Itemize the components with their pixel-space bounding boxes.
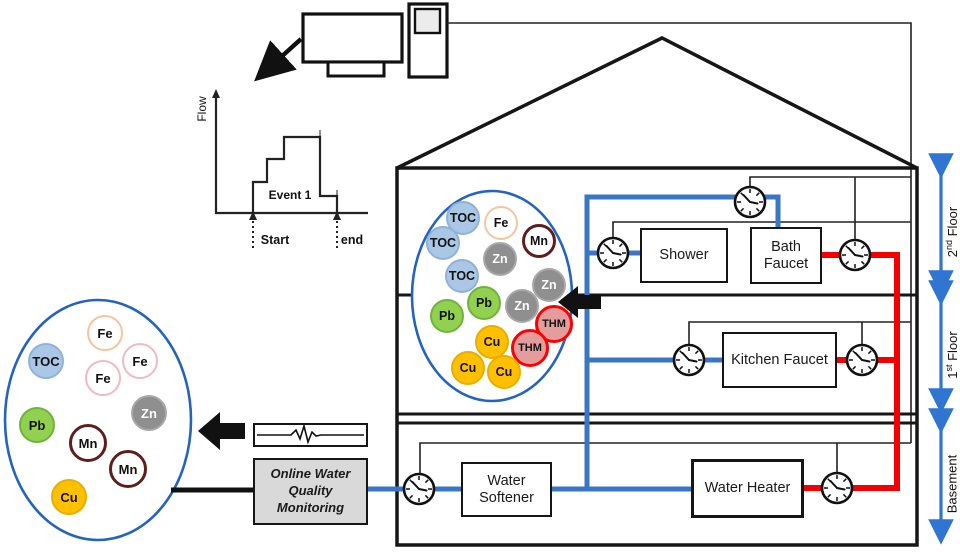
to-left-ellipse-arrow [198, 412, 245, 450]
data-line-main [447, 22, 912, 443]
flow-event-label: Event 1 [268, 188, 312, 202]
analyte-bubble-fe: Fe [484, 206, 518, 240]
computer-icon [301, 2, 449, 79]
flow-axis-label: Flow [195, 96, 209, 122]
analyte-bubble-mn: Mn [522, 224, 556, 258]
analyte-bubble-pb: Pb [430, 299, 464, 333]
analyte-bubble-cu: Cu [475, 325, 509, 359]
roof [396, 36, 918, 170]
house-outline [395, 36, 919, 547]
analyte-bubble-fe: Fe [85, 360, 121, 396]
analyte-bubble-fe: Fe [87, 315, 123, 351]
water-heater-box: Water Heater [691, 459, 804, 518]
water-softener-box: Water Softener [461, 462, 552, 517]
analyte-bubble-mn: Mn [69, 424, 107, 462]
signal-box [253, 423, 368, 447]
flow-event-chart [212, 89, 368, 248]
analyte-bubble-cu: Cu [487, 355, 521, 389]
flow-step-curve [251, 135, 339, 213]
analyte-bubble-toc: TOC [445, 259, 479, 293]
meter-shower-icon [596, 236, 630, 270]
computer-to-flowchart-arrow [254, 37, 303, 82]
floor-label-1st: 1st Floor [943, 331, 960, 379]
floor-label-2nd: 2nd Floor [943, 206, 960, 258]
meter-heater-out-icon [820, 471, 854, 505]
meter-main-supply-icon [402, 472, 436, 506]
to-house-ellipse-arrow [558, 286, 601, 318]
analyte-bubble-cu: Cu [451, 351, 485, 385]
meter-kitchen-cold-icon [672, 343, 706, 377]
analyte-bubble-zn: Zn [131, 395, 167, 431]
bath-faucet-box: Bath Faucet [750, 227, 822, 284]
analyte-bubble-cu: Cu [51, 479, 87, 515]
data-line-branches [419, 176, 911, 477]
kitchen-faucet-box: Kitchen Faucet [722, 332, 837, 388]
analyte-bubble-pb: Pb [19, 407, 55, 443]
analyte-bubble-thm: THM [511, 329, 549, 367]
analyte-bubble-mn: Mn [109, 450, 147, 488]
analyte-bubble-toc: TOC [426, 226, 460, 260]
meter-bath-hot-icon [838, 238, 872, 272]
flow-start-label: Start [260, 233, 290, 247]
signal-waveform-icon [257, 423, 364, 445]
analyte-bubble-zn: Zn [483, 242, 517, 276]
floor-label-basement: Basement [944, 454, 960, 514]
online-water-quality-monitoring-box: Online Water Quality Monitoring [253, 458, 368, 525]
analyte-bubble-toc: TOC [28, 343, 64, 379]
shower-box: Shower [640, 228, 728, 283]
analyte-bubble-zn: Zn [505, 289, 539, 323]
analyte-bubble-zn: Zn [532, 268, 566, 302]
analyte-bubble-pb: Pb [467, 286, 501, 320]
meter-2nd-floor-supply-icon [733, 185, 767, 219]
analyte-bubble-fe: Fe [122, 343, 158, 379]
meter-kitchen-hot-icon [845, 343, 879, 377]
flow-end-label: end [340, 233, 364, 247]
